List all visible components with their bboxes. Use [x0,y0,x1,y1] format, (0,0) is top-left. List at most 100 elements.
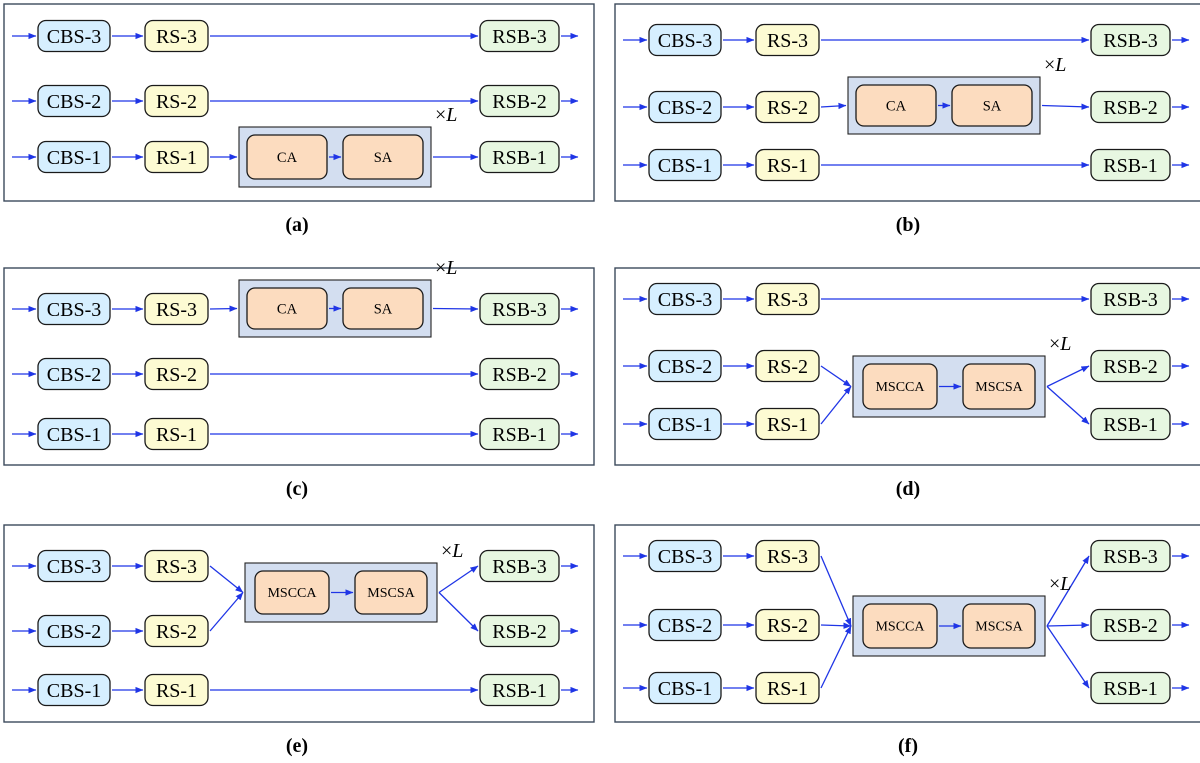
rsb3-box [479,19,560,53]
rs3-box [144,292,209,326]
attention-to-rsb-arrow [438,565,479,594]
rsb3-box [1090,23,1171,57]
rs2-label: RS-2 [156,364,197,386]
cbs1-box [648,148,722,182]
cbs3-box [37,19,111,53]
rsb2-label: RSB-2 [1103,356,1157,378]
attention-to-rsb-arrow [432,305,479,313]
repeat-label: ×L [435,257,457,279]
mscsa-label: MSCSA [367,586,415,601]
cbs3-label: CBS-3 [658,546,712,568]
cbs1-box [37,417,111,451]
rs3-box [755,539,820,573]
rs2-box [144,357,209,391]
rs3-box [144,19,209,53]
rs1-label: RS-1 [767,414,808,436]
cbs1-box [37,140,111,174]
repeat-symbol: × [435,104,446,126]
ca-box [246,134,328,180]
cbs2-label: CBS-2 [658,615,712,637]
rs3-label: RS-3 [156,556,197,578]
cbs1-box [648,671,722,705]
rs3-label: RS-3 [767,289,808,311]
mscca-box [862,363,938,410]
cbs1-label: CBS-1 [658,414,712,436]
rsb2-box [1090,90,1171,124]
repeat-label: ×L [1049,333,1071,355]
rs1-box [755,671,820,705]
ca-label: CA [886,99,907,115]
mscca-box [862,603,938,649]
rs2-box [144,84,209,118]
rsb1-box [479,140,560,174]
rsb2-box [479,614,560,648]
rsb1-box [479,417,560,451]
mscsa-label: MSCSA [975,620,1023,635]
cbs3-label: CBS-3 [47,26,101,48]
cbs2-box [648,349,722,383]
rs1-box [144,417,209,451]
cbs1-label: CBS-1 [47,147,101,169]
panel-caption: (f) [898,735,918,757]
rsb1-label: RSB-1 [1103,155,1157,177]
rsb1-label: RSB-1 [1103,678,1157,700]
repeat-symbol: × [1049,333,1060,355]
mscsa-box [962,603,1036,649]
attention-to-rsb-arrow [1041,103,1090,110]
repeat-symbol: × [1049,573,1060,595]
rsb3-box [1090,539,1171,573]
rs3-label: RS-3 [156,299,197,321]
repeat-label: ×L [435,104,457,126]
rsb3-label: RSB-3 [1103,30,1157,52]
rsb2-label: RSB-2 [492,91,546,113]
cbs2-box [648,608,722,642]
repeat-variable: L [1059,573,1071,595]
mscsa-label: MSCSA [975,380,1023,395]
rs3-box [755,282,820,316]
repeat-symbol: × [441,540,452,562]
mscsa-box [354,570,428,615]
sa-label: SA [983,99,1002,115]
rsb2-box [479,357,560,391]
panel-caption: (a) [285,214,308,236]
mscsa-box [962,363,1036,410]
rs1-box [755,148,820,182]
cbs1-label: CBS-1 [658,678,712,700]
rsb3-box [1090,282,1171,316]
attention-to-rsb-arrow [1046,555,1090,627]
attention-to-rsb-arrow [1046,625,1090,689]
ca-label: CA [277,150,298,166]
rsb3-label: RSB-3 [1103,289,1157,311]
repeat-variable: L [445,257,457,279]
cbs2-box [37,84,111,118]
mscca-label: MSCCA [875,380,925,395]
ca-box [855,84,937,127]
attention-to-rsb-arrow [1046,386,1090,425]
rsb3-label: RSB-3 [492,556,546,578]
rs2-box [755,349,820,383]
mscca-box [254,570,330,615]
rsb1-box [1090,671,1171,705]
sa-box [951,84,1033,127]
cbs1-label: CBS-1 [47,424,101,446]
cbs1-box [648,407,722,441]
cbs3-box [37,549,111,583]
rsb2-box [479,84,560,118]
repeat-label: ×L [1044,54,1066,76]
rs-to-attention-arrow [820,102,847,110]
sa-label: SA [374,150,393,166]
rs1-label: RS-1 [767,155,808,177]
sa-label: SA [374,302,393,318]
rsb1-box [479,673,560,707]
ca-label: CA [277,302,298,318]
rs3-box [144,549,209,583]
cbs2-label: CBS-2 [658,356,712,378]
mscca-label: MSCCA [875,620,925,635]
panel-caption: (c) [286,478,308,500]
cbs1-label: CBS-1 [47,680,101,702]
mscca-label: MSCCA [267,586,317,601]
repeat-variable: L [445,104,457,126]
rsb2-box [1090,608,1171,642]
